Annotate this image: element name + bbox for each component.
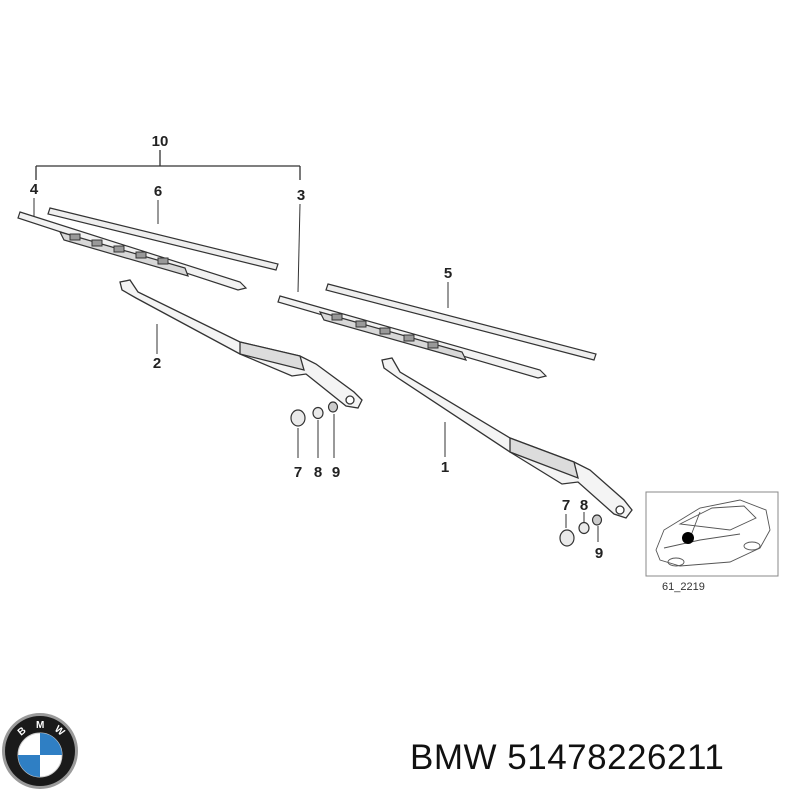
blade-rubber-right: [325, 283, 597, 361]
location-marker: [682, 532, 694, 544]
callout-6: 6: [154, 183, 162, 200]
callout-1: 1: [441, 459, 449, 476]
svg-text:M: M: [36, 720, 44, 731]
leader-lines: [33, 198, 599, 542]
callout-7-right: 7: [562, 497, 570, 514]
callout-5: 5: [444, 265, 452, 282]
part-number-caption: BMW 51478226211: [410, 738, 725, 777]
wiper-blade-left: [17, 211, 248, 291]
callout-3: 3: [297, 187, 305, 204]
callout-7-left: 7: [294, 464, 302, 481]
callout-4: 4: [30, 181, 39, 198]
callout-9-right: 9: [595, 545, 603, 562]
blade-rubber-left: [47, 207, 279, 271]
bmw-logo: B M W: [2, 713, 78, 789]
wiper-blade-right: [277, 295, 548, 379]
car-location-thumbnail: [645, 491, 779, 577]
assembly-bracket: [35, 150, 301, 180]
hardware-set-right: [559, 514, 603, 547]
callout-8-left: 8: [314, 464, 322, 481]
callout-2: 2: [153, 355, 161, 372]
callout-8-right: 8: [580, 497, 588, 514]
callout-9-left: 9: [332, 464, 340, 481]
callout-10: 10: [152, 133, 169, 150]
thumbnail-code: 61_2219: [662, 581, 705, 593]
wiper-arm-right: [381, 357, 633, 519]
wiper-arm-left: [119, 279, 363, 409]
hardware-set-left: [290, 401, 339, 427]
